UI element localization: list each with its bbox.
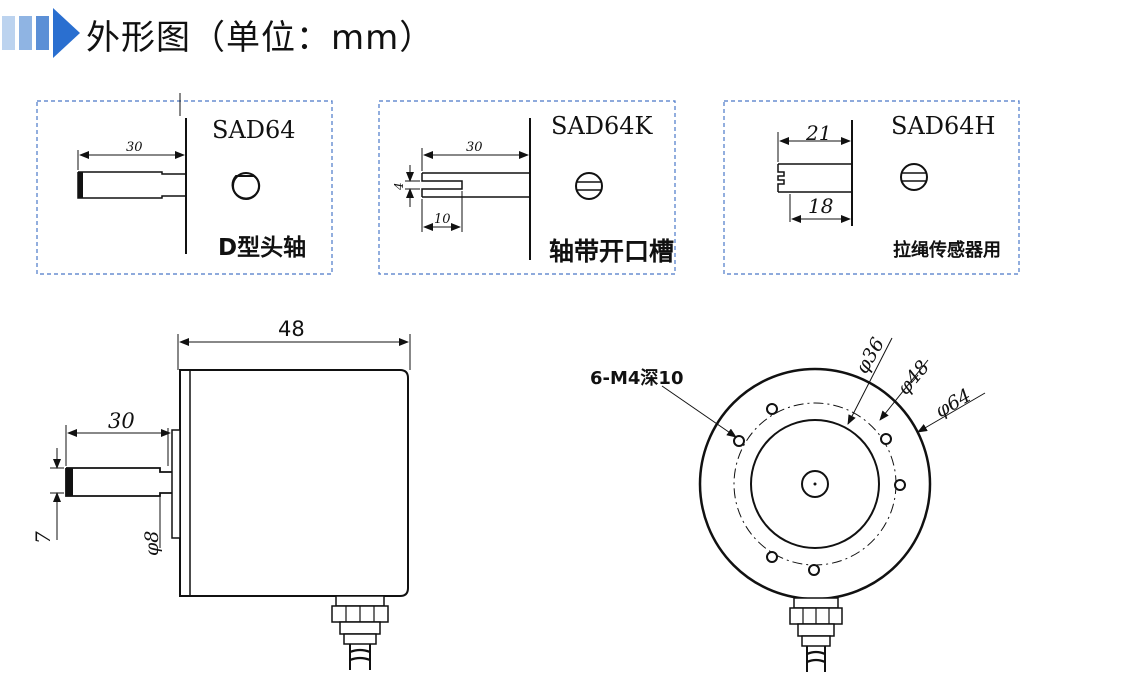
- dim-text-30: 30: [126, 140, 143, 155]
- dim-text-10: 10: [434, 212, 451, 227]
- rope-shaft-section: [900, 163, 928, 191]
- mounting-hole: [808, 564, 820, 576]
- shaft-tip: [78, 172, 83, 198]
- model-label-sad64: SAD64: [212, 116, 296, 144]
- gland-body: [339, 621, 381, 635]
- encoder-body: [179, 369, 409, 597]
- dim-text-48: 48: [278, 317, 305, 341]
- dim-text-30: 30: [108, 409, 135, 433]
- shaft-tip: [66, 468, 73, 496]
- d-shaft-circle: [232, 172, 260, 200]
- variant-box-border: [378, 100, 676, 275]
- header-arrow-icon: [2, 8, 80, 58]
- header-stripe-3: [36, 16, 49, 50]
- mounting-hole: [766, 403, 778, 415]
- gland-body: [797, 623, 835, 637]
- dim-text-30: 30: [466, 140, 483, 155]
- slotted-shaft-outline: [421, 172, 530, 198]
- mounting-hole: [894, 479, 906, 491]
- spigot-circle-dia-36: [750, 419, 880, 549]
- cable-gland: [331, 595, 389, 670]
- gland-cap: [801, 635, 831, 647]
- page-header: 外形图（单位：mm）: [0, 0, 1137, 62]
- leader-dia-36: [847, 337, 893, 425]
- dim-text-dia-64: φ64: [932, 385, 975, 423]
- shaft-type-label: 轴带开口槽: [549, 237, 674, 266]
- shaft-type-label: D型头轴: [218, 234, 306, 261]
- model-label-sad64k: SAD64K: [551, 112, 654, 140]
- dim-text-7: 7: [31, 531, 55, 544]
- shaft-outline: [77, 171, 186, 199]
- gland-cap: [343, 633, 377, 645]
- rope-shaft-outline: [777, 163, 852, 193]
- cable: [349, 644, 371, 670]
- shaft-outline: [65, 467, 172, 497]
- page-title: 外形图（单位：mm）: [86, 18, 435, 58]
- leader-dia-48: [879, 359, 929, 421]
- variant-box-border: [723, 100, 1020, 275]
- cable-pattern: [806, 650, 826, 664]
- side-view-drawing: 48 30 7 φ8: [31, 317, 411, 670]
- mounting-hole: [733, 435, 745, 447]
- dim-text-dia-8: φ8: [141, 531, 163, 556]
- dim-text-4: 4: [392, 182, 406, 191]
- gland-nut: [793, 597, 839, 609]
- mounting-hole: [766, 551, 778, 563]
- mounting-hole: [880, 433, 892, 445]
- gland-nut: [335, 595, 385, 607]
- shaft-type-label: 拉绳传感器用: [893, 239, 1001, 261]
- slotted-shaft-section: [575, 172, 603, 200]
- header-stripe-2: [19, 16, 32, 50]
- variant-box-sad64h: SAD64H 21 18 拉绳传感器用: [723, 100, 1020, 275]
- front-view-drawing: 6-M4深10 φ36 φ48 φ64: [590, 334, 986, 672]
- cable-gland-front: [789, 597, 843, 672]
- dim-text-dia-48: φ48: [893, 356, 934, 399]
- variant-box-border: [36, 100, 333, 275]
- center-point: [813, 482, 817, 486]
- cable-pattern: [349, 648, 371, 662]
- header-stripe-1: [2, 16, 15, 50]
- variant-box-sad64k: SAD64K 30 4 10 轴带开口槽: [378, 100, 676, 275]
- hole-leader-line: [661, 385, 737, 438]
- variant-box-sad64: SAD64 30 D型头轴: [36, 93, 333, 275]
- flange-spigot: [171, 429, 181, 539]
- dim-text-18: 18: [808, 194, 833, 218]
- dim-text-21: 21: [805, 121, 831, 145]
- hole-spec-label: 6-M4深10: [590, 367, 683, 389]
- header-arrow-head: [53, 8, 80, 58]
- model-label-sad64h: SAD64H: [891, 112, 995, 140]
- leader-dia-64: [917, 392, 986, 433]
- cable: [806, 646, 826, 672]
